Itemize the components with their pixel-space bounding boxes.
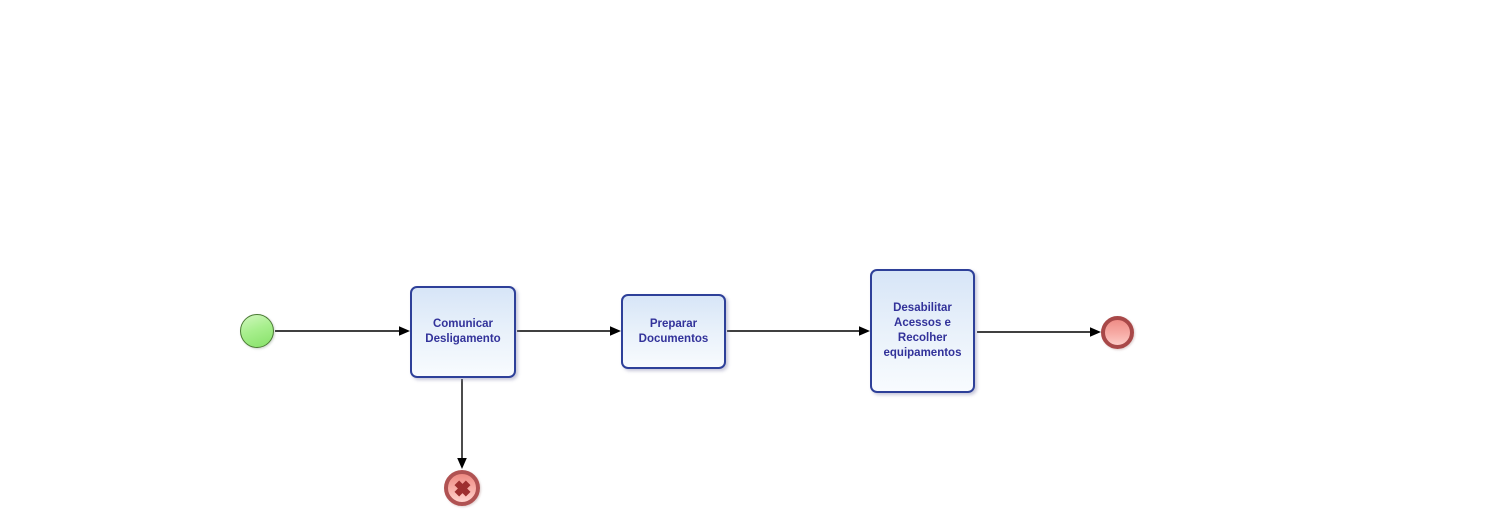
start-event[interactable] [240, 314, 274, 348]
task-label: Comunicar Desligamento [425, 318, 501, 345]
task-preparar-documentos[interactable]: Preparar Documentos [621, 294, 726, 369]
task-comunicar-desligamento[interactable]: Comunicar Desligamento [410, 286, 516, 378]
x-cross-icon [453, 479, 471, 497]
task-desabilitar-acessos[interactable]: Desabilitar Acessos e Recolher equipamen… [870, 269, 975, 393]
cancel-end-event[interactable] [444, 470, 480, 506]
flow-task1-to-task2 [517, 326, 621, 336]
end-event[interactable] [1101, 316, 1134, 349]
flow-task2-to-task3 [727, 326, 870, 336]
flow-task3-to-end [977, 327, 1101, 337]
flow-start-to-task1 [275, 326, 410, 336]
task-label: Preparar Documentos [638, 317, 709, 345]
task-label: Desabilitar Acessos e Recolher equipamen… [883, 302, 962, 359]
flow-task1-to-cancel [457, 379, 467, 469]
